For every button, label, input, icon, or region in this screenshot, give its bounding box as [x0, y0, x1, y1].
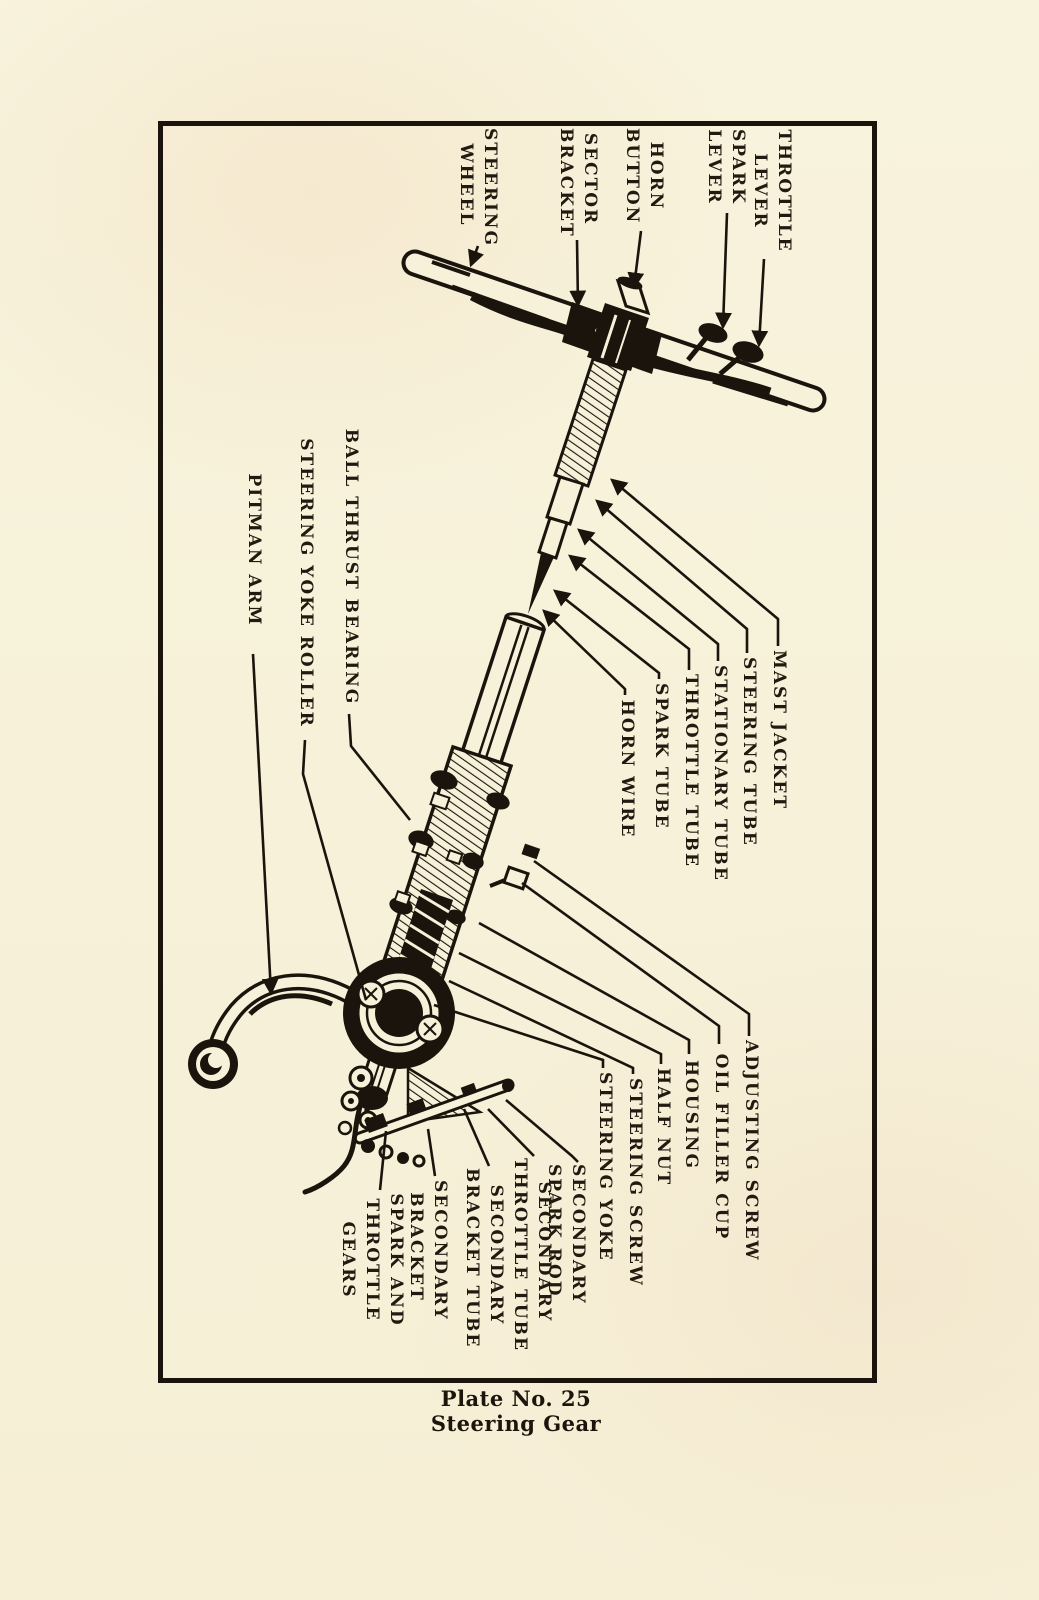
leader-secondary-bracket-tube [462, 1108, 491, 1167]
leader-secondary-spark-rod [505, 1099, 579, 1163]
leader-throttle-tube [568, 554, 691, 670]
plate-caption: Plate No. 25 Steering Gear [161, 1386, 871, 1436]
leader-secondary-throttle-tube [487, 1108, 535, 1157]
leader-horn-wire [542, 609, 627, 695]
label-stationary-tube: STATIONARY TUBE [710, 665, 730, 882]
label-adjusting-screw: ADJUSTING SCREW [741, 1040, 761, 1262]
label-half-nut: HALF NUT [653, 1068, 673, 1187]
leader-housing [478, 921, 691, 1054]
leader-steering-tube [595, 499, 749, 653]
leader-spark-tube [553, 589, 661, 679]
plate-title: Steering Gear [430, 1411, 602, 1436]
label-secondary-bracket-tube: SECONDARY BRACKET TUBE [462, 1168, 506, 1349]
label-throttle-lever: THROTTLE LEVER [750, 129, 794, 253]
label-housing: HOUSING [681, 1060, 701, 1170]
leader-pitman-arm [251, 653, 279, 996]
leader-throttle-lever [751, 258, 769, 348]
label-steering-tube: STEERING TUBE [739, 657, 759, 847]
label-spark-tube: SPARK TUBE [651, 683, 671, 830]
label-pitman-arm: PITMAN ARM [244, 473, 264, 627]
leader-steering-yoke [433, 1003, 605, 1068]
leader-half-nut [458, 951, 663, 1064]
leader-steering-yoke-roller [301, 739, 368, 1001]
leader-mast-jacket [610, 478, 780, 646]
label-steering-yoke-roller: STEERING YOKE ROLLER [296, 438, 316, 728]
leader-steering-screw [448, 979, 635, 1074]
leader-ball-thrust-bearing [347, 713, 412, 821]
label-secondary-throttle-tube: SECONDARY THROTTLE TUBE [510, 1158, 554, 1352]
drawing [188, 249, 827, 1195]
plate-border [158, 121, 877, 1383]
label-steering-wheel: STEERING WHEEL [456, 128, 500, 247]
leader-spark-and-throttle-gears [378, 1130, 388, 1191]
leader-oil-filler-cup [521, 881, 721, 1044]
leader-lines [251, 212, 780, 1191]
label-horn-wire: HORN WIRE [617, 699, 637, 839]
leader-stationary-tube [577, 528, 720, 661]
leader-sector-bracket [569, 239, 587, 308]
leader-adjusting-screw [533, 859, 751, 1036]
label-secondary-bracket: SECONDARY BRACKET [406, 1180, 450, 1321]
steering-column-tubes-drawing [528, 357, 628, 614]
label-horn-button: HORN BUTTON [622, 128, 666, 225]
pitman-arm-drawing [188, 973, 359, 1089]
label-ball-thrust-bearing: BALL THRUST BEARING [341, 428, 361, 706]
secondary-bracket-drawing [302, 1065, 515, 1195]
label-mast-jacket: MAST JACKET [769, 650, 789, 811]
label-oil-filler-cup: OIL FILLER CUP [711, 1053, 731, 1241]
label-steering-yoke: STEERING YOKE [595, 1072, 615, 1262]
leader-horn-button [627, 230, 645, 290]
label-spark-lever: SPARK LEVER [704, 129, 748, 205]
leader-steering-wheel [468, 245, 484, 268]
leader-secondary-bracket [426, 1128, 437, 1177]
label-spark-and-throttle-gears: SPARK AND THROTTLE GEARS [338, 1193, 406, 1327]
leader-spark-lever [715, 212, 732, 330]
label-throttle-tube: THROTTLE TUBE [681, 674, 701, 868]
label-sector-bracket: SECTOR BRACKET [556, 128, 600, 238]
plate-number: Plate No. 25 [440, 1386, 592, 1411]
label-steering-screw: STEERING SCREW [625, 1078, 645, 1287]
